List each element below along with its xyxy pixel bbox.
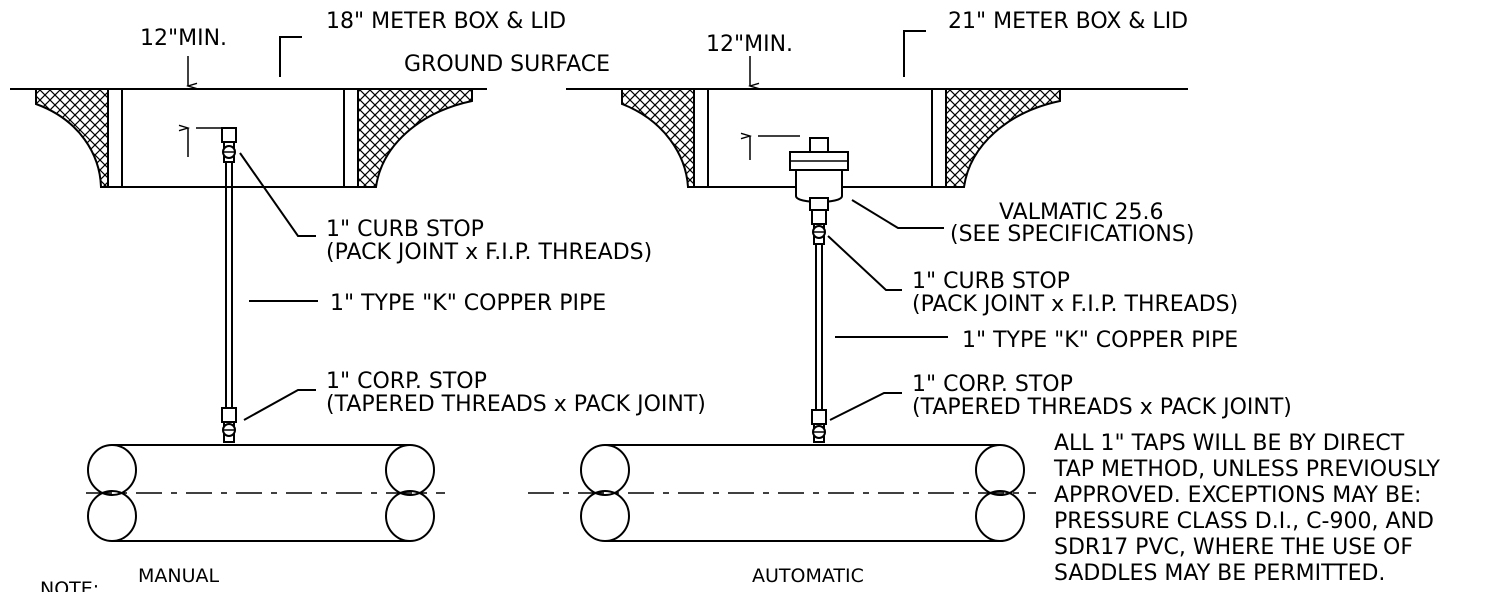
- curb-stop-body: [221, 127, 237, 143]
- corp-stop-body: [221, 407, 237, 423]
- meter-box-wall-right-auto: [931, 88, 947, 188]
- curb-stop-body-auto: [811, 209, 827, 225]
- note-line: TAP METHOD, UNLESS PREVIOUSLY: [1053, 457, 1440, 482]
- soil-hatch-left-b: [343, 88, 473, 188]
- corp-stop-leader-auto: [829, 392, 902, 421]
- note-heading: NOTE:: [40, 578, 99, 592]
- note-line: SDR17 PVC, WHERE THE USE OF: [1054, 535, 1413, 560]
- meter-box-leader-auto: [903, 30, 926, 77]
- manual-corp-stop-line2: (TAPERED THREADS x PACK JOINT): [326, 392, 706, 417]
- manual-caption: MANUAL: [138, 565, 220, 587]
- meter-box-wall-right: [343, 88, 359, 188]
- corp-stop-body-auto: [811, 409, 827, 425]
- soil-hatch-left-a: [35, 88, 121, 188]
- automatic-caption: AUTOMATIC: [752, 565, 864, 587]
- curb-stop-leader-auto: [827, 235, 902, 291]
- automatic-detail: [528, 30, 1188, 542]
- automatic-curb-stop-line2: (PACK JOINT x F.I.P. THREADS): [912, 292, 1238, 317]
- note-line: SADDLES MAY BE PERMITTED.: [1054, 561, 1385, 586]
- manual-box-label: 18" METER BOX & LID: [326, 9, 566, 34]
- automatic-corp-stop-line1: 1" CORP. STOP: [912, 372, 1073, 397]
- manual-curb-stop-line2: (PACK JOINT x F.I.P. THREADS): [326, 240, 652, 265]
- manual-min-depth: 12"MIN.: [140, 26, 227, 51]
- meter-box-wall-left-auto: [693, 88, 709, 188]
- meter-box-leader: [279, 36, 302, 77]
- automatic-corp-stop-line2: (TAPERED THREADS x PACK JOINT): [912, 395, 1292, 420]
- automatic-min-depth: 12"MIN.: [706, 32, 793, 57]
- note-line: APPROVED. EXCEPTIONS MAY BE:: [1054, 483, 1421, 508]
- curb-stop-leader: [239, 152, 316, 237]
- valve-label-line1: VALMATIC 25.6: [999, 200, 1164, 225]
- meter-box-wall-left: [107, 88, 123, 188]
- valve-label-line2: (SEE SPECIFICATIONS): [950, 222, 1194, 247]
- automatic-box-label: 21" METER BOX & LID: [948, 9, 1188, 34]
- corp-stop-leader: [243, 389, 316, 421]
- note-text: ALL 1" TAPS WILL BE BY DIRECT TAP METHOD…: [1053, 431, 1440, 586]
- manual-detail: [10, 36, 487, 542]
- soil-hatch-right-a: [621, 88, 707, 188]
- manual-corp-stop-line1: 1" CORP. STOP: [326, 369, 487, 394]
- ground-surface-label: GROUND SURFACE: [404, 52, 610, 77]
- manual-pipe-label: 1" TYPE "K" COPPER PIPE: [330, 291, 606, 316]
- soil-hatch-right-b: [931, 88, 1061, 188]
- water-main-left: [86, 444, 445, 542]
- air-release-valve-icon: [789, 137, 849, 211]
- note-line: PRESSURE CLASS D.I., C-900, AND: [1054, 509, 1434, 534]
- valve-leader: [851, 199, 944, 229]
- note-line: ALL 1" TAPS WILL BE BY DIRECT: [1054, 431, 1405, 456]
- automatic-pipe-label: 1" TYPE "K" COPPER PIPE: [962, 328, 1238, 353]
- water-main-right: [528, 444, 1036, 542]
- automatic-curb-stop-line1: 1" CURB STOP: [912, 269, 1070, 294]
- manual-curb-stop-line1: 1" CURB STOP: [326, 217, 484, 242]
